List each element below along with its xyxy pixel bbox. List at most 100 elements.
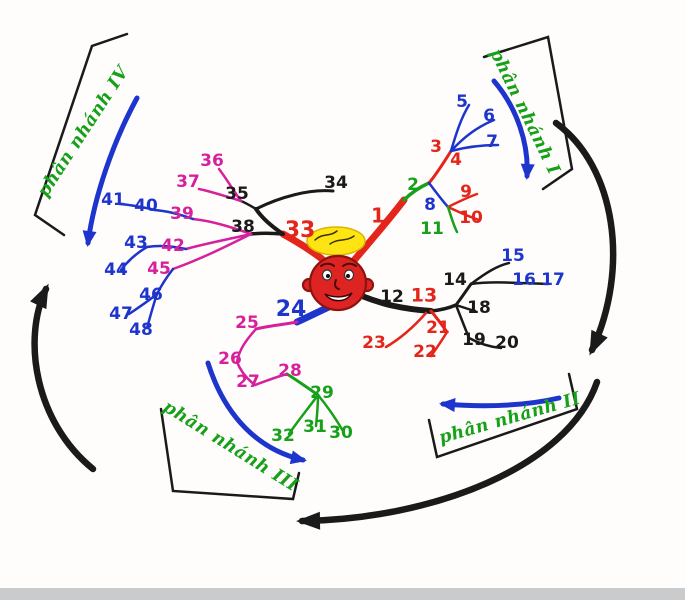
branch-number-37: 37 bbox=[176, 172, 200, 192]
branch-number-7: 7 bbox=[486, 132, 498, 152]
branch-number-47: 47 bbox=[109, 304, 133, 324]
branch-number-43: 43 bbox=[124, 233, 148, 253]
bracket-I bbox=[482, 35, 574, 191]
branch-number-39: 39 bbox=[170, 204, 194, 224]
branch-number-24: 24 bbox=[276, 297, 307, 322]
branch-number-12: 12 bbox=[380, 287, 404, 307]
branch4-twig-46 bbox=[155, 267, 175, 296]
branch-number-10: 10 bbox=[459, 208, 483, 228]
branch3-line-25 bbox=[254, 320, 299, 331]
branch-number-4: 4 bbox=[450, 150, 462, 170]
branch4-line-35 bbox=[239, 199, 258, 211]
branch-number-21: 21 bbox=[426, 318, 450, 338]
branch1-trunk-green bbox=[402, 181, 431, 202]
branch-number-36: 36 bbox=[200, 151, 224, 171]
branch-number-28: 28 bbox=[278, 361, 302, 381]
branch3-line-28 bbox=[253, 372, 289, 387]
black-arrow-bottom bbox=[296, 378, 601, 530]
left-pupil-icon bbox=[326, 274, 330, 278]
mouth-icon bbox=[324, 292, 353, 302]
right-pupil-icon bbox=[346, 274, 350, 278]
branch-number-26: 26 bbox=[218, 349, 242, 369]
branch-number-46: 46 bbox=[139, 285, 163, 305]
branch-number-38: 38 bbox=[231, 217, 255, 237]
branch4-trunk bbox=[279, 230, 326, 263]
branch2-twig-20 bbox=[467, 336, 503, 350]
branch-number-16: 16 bbox=[512, 270, 536, 290]
branch3-twig-32 bbox=[287, 393, 320, 436]
branch2-twig-15 bbox=[469, 261, 511, 286]
branch-number-13: 13 bbox=[411, 285, 437, 307]
branch4-twig-48 bbox=[145, 292, 159, 330]
branch2-trunk bbox=[359, 293, 434, 314]
branch3-line-29 bbox=[285, 372, 320, 397]
branch-number-18: 18 bbox=[467, 298, 491, 318]
branch-number-1: 1 bbox=[371, 204, 385, 228]
branch4-twig-37 bbox=[197, 187, 243, 203]
branch-number-19: 19 bbox=[462, 330, 486, 350]
branch2-main bbox=[429, 303, 458, 313]
branch-number-20: 20 bbox=[495, 333, 519, 353]
branch-number-5: 5 bbox=[456, 92, 468, 112]
center-face bbox=[301, 226, 375, 312]
branch2-twig-16-17 bbox=[469, 281, 550, 286]
bracket-III bbox=[159, 407, 301, 501]
branch-number-15: 15 bbox=[501, 246, 525, 266]
scan-edge-bottom bbox=[0, 588, 685, 600]
branch1-twig-9 bbox=[446, 192, 479, 209]
branch1-line-8 bbox=[427, 181, 450, 209]
branch-number-8: 8 bbox=[424, 195, 436, 215]
bracket-IV bbox=[33, 32, 129, 237]
branch1-twig-6 bbox=[449, 118, 496, 153]
black-arrow-right bbox=[552, 119, 617, 356]
branch-number-31: 31 bbox=[303, 417, 327, 437]
branch3-line-27 bbox=[235, 360, 257, 387]
branch-number-40: 40 bbox=[134, 196, 158, 216]
blue-arrow-IV bbox=[82, 95, 140, 247]
branch2-twig-22 bbox=[429, 330, 449, 358]
branch4-twig-44 bbox=[119, 245, 149, 272]
branch-strokes bbox=[33, 32, 579, 501]
branch2-line-14 bbox=[454, 282, 473, 307]
branch-number-48: 48 bbox=[129, 320, 153, 340]
branch4-twig-40 bbox=[153, 208, 195, 221]
branch2-line-19 bbox=[454, 303, 471, 340]
branch1-twig-5 bbox=[449, 103, 471, 153]
branch-number-17: 17 bbox=[541, 270, 565, 290]
branch-number-45: 45 bbox=[147, 259, 171, 279]
branch4-line-38 bbox=[249, 231, 285, 236]
branch4-line-42 bbox=[184, 232, 253, 251]
branch-number-14: 14 bbox=[443, 270, 467, 290]
bracket-II bbox=[427, 372, 579, 459]
branch4-line-34 bbox=[254, 189, 335, 211]
branch-number-44: 44 bbox=[104, 260, 128, 280]
branch3-twig-31 bbox=[314, 393, 320, 428]
branch4-line-39 bbox=[191, 217, 253, 236]
branch-number-25: 25 bbox=[235, 313, 259, 333]
branch-number-34: 34 bbox=[324, 173, 348, 193]
flow-arrows bbox=[30, 78, 617, 530]
branch4-twig-43 bbox=[145, 244, 188, 251]
branch2-line-21 bbox=[429, 309, 449, 334]
face-head-icon bbox=[308, 254, 368, 312]
branch-number-22: 22 bbox=[413, 342, 437, 362]
branch1-line-3-4 bbox=[427, 149, 453, 185]
branch-number-11: 11 bbox=[420, 219, 444, 239]
right-eyebrow-icon bbox=[342, 262, 357, 267]
blue-arrow-I bbox=[491, 78, 535, 180]
branch-number-6: 6 bbox=[483, 106, 495, 126]
branch1-twig-10 bbox=[446, 205, 481, 222]
branch-number-33: 33 bbox=[285, 218, 316, 243]
branch-number-32: 32 bbox=[271, 426, 295, 446]
branch-number-2: 2 bbox=[407, 175, 419, 195]
branch4-twig-47 bbox=[127, 292, 159, 316]
branch-number-29: 29 bbox=[310, 383, 334, 403]
blue-arrow-III bbox=[205, 360, 307, 465]
branch4-twig-41 bbox=[118, 202, 157, 212]
branch-number-42: 42 bbox=[161, 236, 185, 256]
left-eyebrow-icon bbox=[320, 262, 335, 267]
branch-number-30: 30 bbox=[329, 423, 353, 443]
